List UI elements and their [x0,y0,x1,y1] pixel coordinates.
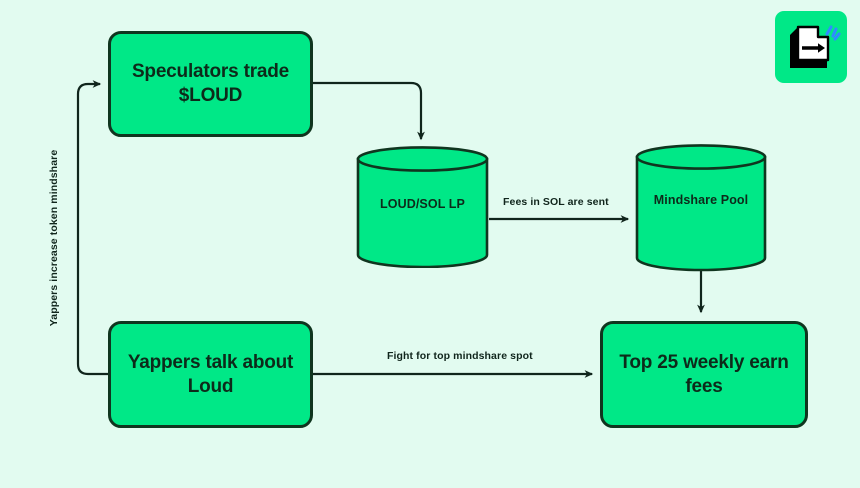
node-yappers-label: Yappers talk about Loud [127,351,294,397]
edge-label-yappers-increase-token-mindshare: Yappers increase token mindshare [48,149,60,327]
edge-label-fees-in-sol-are-sent: Fees in SOL are sent [503,196,609,208]
node-loud-sol-lp-datastore[interactable]: LOUD/SOL LP [356,146,489,268]
node-speculators-label: Speculators trade $LOUD [131,61,290,106]
node-mindshare-pool-datastore[interactable]: Mindshare Pool [635,144,767,272]
page-shape [796,25,830,62]
node-speculators-trade-loud[interactable]: Speculators trade $LOUD [108,31,313,137]
arrow-head-glyph [818,43,825,53]
cylinder-shape [356,146,489,268]
node-top25-label: Top 25 weekly earn fees [619,351,789,397]
edge-label-fight-for-top-mindshare-spot: Fight for top mindshare spot [387,350,533,362]
cylinder-shape [635,144,767,272]
node-mindshare-pool-label: Mindshare Pool [653,193,749,207]
node-yappers-talk-about-loud[interactable]: Yappers talk about Loud [108,321,313,428]
node-loud-sol-lp-label: LOUD/SOL LP [380,197,465,211]
export-document-icon[interactable] [775,11,847,83]
node-top-25-weekly-earn-fees[interactable]: Top 25 weekly earn fees [600,321,808,428]
edge-yappers-to-speculators [76,80,108,376]
sparkle-icon [825,25,841,41]
edge-speculators-to-lp [313,81,425,141]
